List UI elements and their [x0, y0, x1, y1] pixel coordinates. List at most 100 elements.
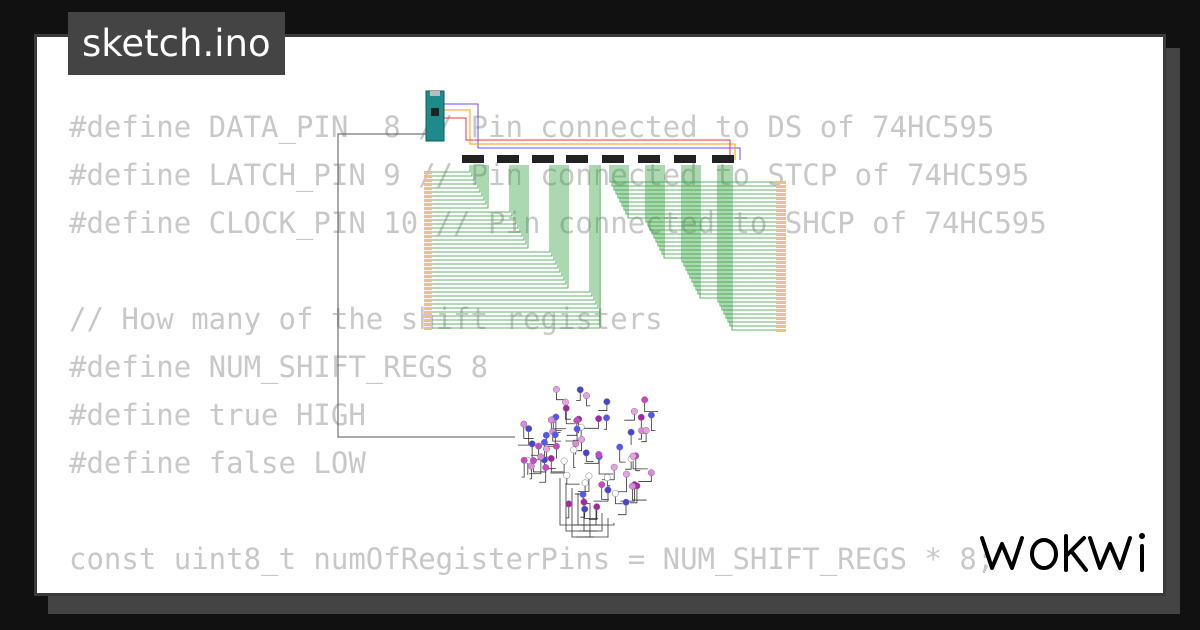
- green-wire: [428, 165, 473, 177]
- resistor: [776, 285, 786, 288]
- resistor: [424, 303, 432, 306]
- green-wire: [645, 165, 782, 223]
- led-wire: [529, 466, 532, 480]
- green-wire: [729, 165, 782, 327]
- resistor: [424, 319, 432, 322]
- green-wire: [721, 165, 782, 311]
- led-wire: [539, 467, 547, 483]
- resistor: [424, 223, 432, 226]
- resistor: [776, 309, 786, 312]
- green-wire: [657, 165, 782, 247]
- led: [520, 420, 528, 428]
- green-wire: [428, 165, 517, 225]
- green-wire: [428, 165, 565, 281]
- resistor: [424, 307, 432, 310]
- resistor: [424, 191, 432, 194]
- led: [595, 451, 603, 458]
- green-wire: [693, 165, 782, 287]
- resistor: [776, 241, 786, 244]
- led: [578, 436, 586, 443]
- resistor: [776, 185, 786, 188]
- led-wire: [641, 430, 647, 443]
- led: [535, 442, 543, 450]
- led: [530, 457, 537, 465]
- resistor: [424, 227, 432, 230]
- shift-register-chip: [497, 155, 519, 163]
- green-wire: [428, 165, 479, 189]
- led-wire: [617, 474, 627, 493]
- resistor: [776, 253, 786, 256]
- led: [593, 503, 601, 511]
- resistor: [424, 267, 432, 270]
- resistor: [424, 271, 432, 274]
- led: [543, 445, 550, 453]
- resistor: [776, 293, 786, 296]
- green-wire: [428, 165, 597, 305]
- filename-tab[interactable]: sketch.ino: [68, 12, 285, 75]
- led-wire: [577, 439, 582, 452]
- led: [598, 481, 606, 489]
- resistor: [424, 315, 432, 318]
- green-wire: [428, 165, 529, 249]
- led: [622, 498, 630, 506]
- led-wire: [644, 399, 659, 413]
- bus-wire: [444, 117, 731, 160]
- green-wire: [428, 165, 563, 277]
- resistor: [424, 207, 432, 210]
- led-wire: [529, 456, 542, 475]
- resistor: [776, 209, 786, 212]
- shift-register-chip: [532, 155, 554, 163]
- led-wire: [565, 408, 575, 425]
- green-wire: [651, 165, 782, 235]
- resistor: [776, 277, 786, 280]
- led: [603, 414, 611, 422]
- code-line: #define false LOW: [69, 446, 366, 480]
- green-wire: [428, 165, 521, 233]
- green-wire: [649, 165, 782, 231]
- led-wire: [650, 415, 656, 431]
- resistor: [776, 281, 786, 284]
- resistor: [424, 175, 432, 178]
- arduino-usb: [430, 91, 440, 96]
- arduino-chip: [431, 108, 439, 116]
- resistor: [776, 257, 786, 260]
- green-wire: [428, 165, 525, 241]
- green-wire: [727, 165, 782, 323]
- resistor: [424, 311, 432, 314]
- led: [547, 416, 555, 424]
- led-wire: [518, 428, 530, 446]
- led: [647, 411, 655, 419]
- resistor: [776, 325, 786, 328]
- resistor: [776, 229, 786, 232]
- green-wire: [428, 165, 475, 181]
- green-wire: [619, 165, 782, 203]
- code-line: #define DATA_PIN 8 // Pin connected to D…: [69, 110, 995, 144]
- green-wire: [617, 165, 782, 199]
- green-wire: [428, 165, 569, 289]
- shift-register-chip: [638, 155, 660, 163]
- bus-wire: [444, 103, 741, 160]
- green-wire: [725, 165, 782, 319]
- led: [528, 440, 536, 448]
- green-wire: [428, 165, 477, 185]
- green-wire: [428, 165, 527, 245]
- led-wire: [526, 460, 529, 475]
- green-wire: [611, 165, 782, 187]
- green-wire: [681, 165, 782, 263]
- green-wire: [428, 165, 559, 269]
- resistor: [776, 321, 786, 324]
- led: [576, 386, 584, 394]
- green-wire: [428, 165, 593, 297]
- green-wire: [428, 165, 591, 293]
- green-wire: [428, 165, 481, 193]
- resistor: [776, 213, 786, 216]
- led-wire: [565, 483, 597, 532]
- led: [552, 385, 560, 393]
- resistor: [776, 193, 786, 196]
- resistor: [424, 183, 432, 186]
- green-wire: [428, 165, 595, 301]
- shift-register-chip: [462, 155, 484, 163]
- resistor: [776, 189, 786, 192]
- shift-register-chip: [712, 155, 734, 163]
